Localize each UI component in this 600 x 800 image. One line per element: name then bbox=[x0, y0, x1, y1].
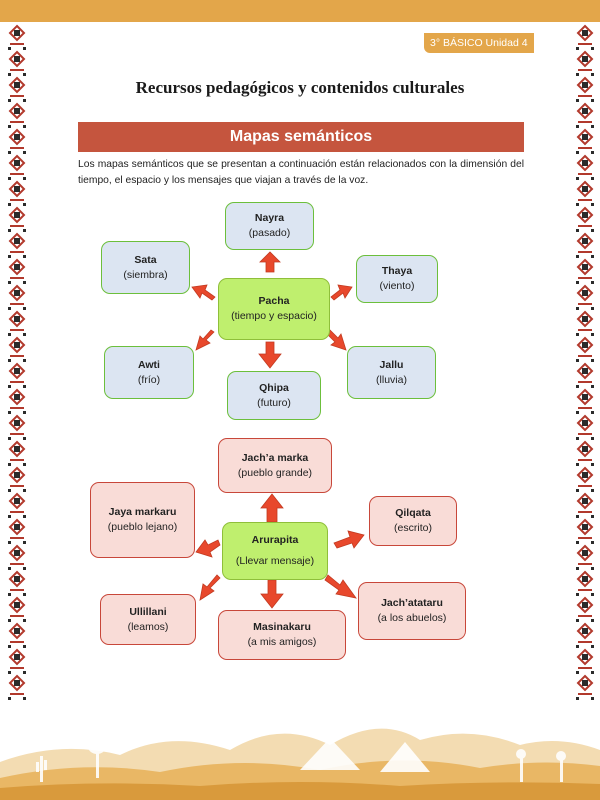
map1-center-pacha: Pacha (tiempo y espacio) bbox=[218, 278, 330, 340]
map1-node-thaya: Thaya (viento) bbox=[356, 255, 438, 303]
landscape-footer-illustration bbox=[0, 700, 600, 800]
map2-node-qilqata: Qilqata (escrito) bbox=[369, 496, 457, 546]
map2-node-jacha-marka: Jach’a marka (pueblo grande) bbox=[218, 438, 332, 493]
map1-node-nayra: Nayra (pasado) bbox=[225, 202, 314, 250]
arrow-up-nayra bbox=[259, 251, 281, 273]
arrow-right-thaya bbox=[330, 284, 353, 301]
map1-node-jallu: Jallu (lluvia) bbox=[347, 346, 436, 399]
arrow-downleft-awti bbox=[195, 329, 215, 351]
decorative-border-right bbox=[576, 24, 594, 714]
map2-node-jachatataru: Jach’atataru (a los abuelos) bbox=[358, 582, 466, 640]
map2-node-jaya-markaru: Jaya markaru (pueblo lejano) bbox=[90, 482, 195, 558]
arrow-downleft-ullillani bbox=[199, 574, 221, 601]
top-banner bbox=[0, 0, 600, 22]
map1-node-qhipa: Qhipa (futuro) bbox=[227, 371, 321, 420]
map2-center-arurapita: Arurapita (Llevar mensaje) bbox=[222, 522, 328, 580]
arrow-down-masinakaru bbox=[260, 579, 284, 609]
decorative-border-left bbox=[8, 24, 26, 714]
map1-node-awti: Awti (frío) bbox=[104, 346, 194, 399]
arrow-downright-jachatataru bbox=[324, 574, 357, 599]
arrow-up-jacha bbox=[260, 493, 284, 523]
arrow-downright-jallu bbox=[326, 329, 347, 351]
map1-node-sata: Sata (siembra) bbox=[101, 241, 190, 294]
unit-label: 3° BÁSICO Unidad 4 bbox=[424, 33, 534, 53]
section-title: Mapas semánticos bbox=[78, 122, 524, 152]
map2-node-ullillani: Ullillani (leamos) bbox=[100, 594, 196, 645]
arrow-left-sata bbox=[191, 284, 216, 301]
arrow-right-qilqata bbox=[333, 530, 365, 549]
page-title: Recursos pedagógicos y contenidos cultur… bbox=[135, 78, 465, 97]
intro-paragraph: Los mapas semánticos que se presentan a … bbox=[78, 159, 524, 186]
arrow-left-jaya bbox=[195, 539, 221, 558]
arrow-down-qhipa bbox=[258, 341, 282, 369]
map2-node-masinakaru: Masinakaru (a mis amigos) bbox=[218, 610, 346, 660]
